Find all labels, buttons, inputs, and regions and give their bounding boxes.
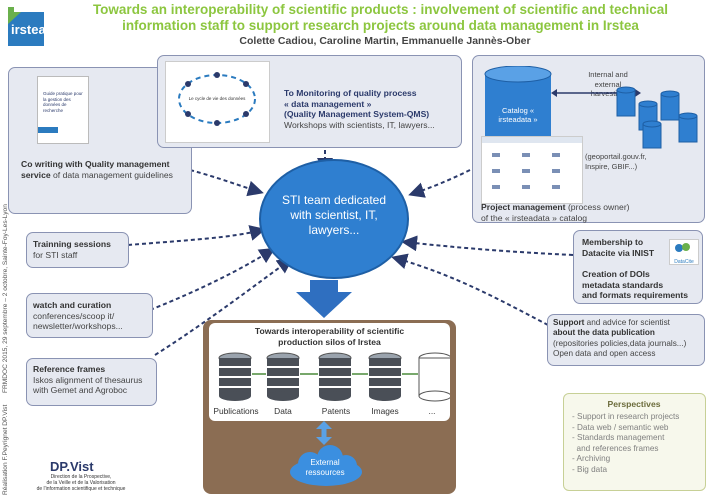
silo-label-patents: Patents xyxy=(321,406,351,416)
external-label: External ressources xyxy=(305,458,345,477)
datacite-text-bottom: Creation of DOIs metadata standards and … xyxy=(582,269,702,301)
monitoring-text: To Monitoring of quality process « data … xyxy=(284,88,459,130)
authors: Colette Cadiou, Caroline Martin, Emmanue… xyxy=(239,35,531,47)
training-box: Trainning sessions for STI staff xyxy=(26,232,129,268)
guide-doc-band xyxy=(38,127,58,133)
reference-line2: with Gemet and Agroboc xyxy=(33,385,128,396)
external-cloud xyxy=(290,445,362,486)
catalog-screenshot xyxy=(481,136,583,204)
perspective-item: - Archiving xyxy=(572,454,611,464)
title-line-2: information staff to support research pr… xyxy=(122,18,639,33)
dpvist-desc-2: de la Veille et de la Valorisation xyxy=(46,480,116,486)
datacite-bold4: metadata standards xyxy=(582,279,664,290)
guide-document: Guide pratique pour la gestion des donné… xyxy=(37,76,89,144)
silo-label-images: Images xyxy=(371,406,399,416)
perspective-item: - Standards management xyxy=(572,433,665,443)
support-bold: Support xyxy=(553,318,585,327)
catalog-box: Catalog « irsteadata » Internal and exte… xyxy=(472,55,705,223)
datacite-logo: DataCite xyxy=(669,239,699,265)
catalog-bold-rest: (process owner) xyxy=(567,202,630,212)
silos-title-2: production silos of Irstea xyxy=(278,337,381,347)
silos-stacks xyxy=(218,352,450,402)
silo-label-data: Data xyxy=(274,406,292,416)
down-arrow xyxy=(296,280,352,318)
silo-label-more: ... xyxy=(428,406,436,416)
reference-bold: Reference frames xyxy=(33,364,106,374)
monitoring-box: Le cycle de vie des données To Monitorin… xyxy=(157,55,462,148)
watch-bold: watch and curation xyxy=(33,300,112,310)
training-rest: for STI staff xyxy=(33,249,78,260)
support-line3: (repositories policies,data journals...) xyxy=(553,338,687,348)
perspective-item: - Big data xyxy=(572,464,608,474)
dpvist-logo: DP.Vist xyxy=(50,459,94,474)
silo-label-publications: Publications xyxy=(213,406,259,416)
perspectives-title: Perspectives xyxy=(607,399,661,409)
center-label: STI team dedicated with scientist, IT, l… xyxy=(281,193,387,237)
datacite-bold5: and formats requirements xyxy=(582,290,689,301)
dpvist-desc-1: Direction de la Prospective, xyxy=(50,474,112,480)
support-line1-rest: and advice for scientist xyxy=(586,318,670,327)
training-bold: Trainning sessions xyxy=(33,239,111,249)
silos-title-1: Towards interoperability of scientific xyxy=(254,326,405,336)
support-text: Support and advice for scientist about t… xyxy=(553,318,705,360)
co-writing-text: Co writing with Quality management servi… xyxy=(21,159,186,180)
perspective-item: and references frames xyxy=(572,443,659,453)
support-box: Support and advice for scientist about t… xyxy=(547,314,705,366)
center-ellipse xyxy=(259,159,409,279)
watch-line1: conferences/scoop it/ xyxy=(33,310,115,321)
watch-line2: newsletter/workshops... xyxy=(33,321,123,332)
monitoring-line2: « data management » xyxy=(284,98,372,109)
catalog-text: Project management (process owner) of th… xyxy=(481,202,703,223)
watch-text: watch and curation conferences/scoop it/… xyxy=(33,300,151,332)
logo-text: irstea xyxy=(11,22,46,37)
monitoring-line3: (Quality Management System-QMS) xyxy=(284,109,430,120)
support-bold2: about the data publication xyxy=(553,328,655,338)
datacite-logo-text: DataCite xyxy=(674,259,694,265)
training-text: Trainning sessions for STI staff xyxy=(33,239,128,260)
co-writing-rest: of data management guidelines xyxy=(53,169,173,180)
datacite-box: Membership to Datacite via INIST DataCit… xyxy=(573,230,703,304)
perspective-item: - Data web / semantic web xyxy=(572,422,669,432)
datacite-bold2: Datacite via INIST xyxy=(582,247,655,258)
perspective-item: - Support in research projects xyxy=(572,412,680,421)
guide-doc-title: Guide pratique pour la gestion des donné… xyxy=(43,91,83,113)
reference-box: Reference frames Iskos alignment of thes… xyxy=(26,358,157,406)
perspectives-list: - Support in research projects - Data we… xyxy=(572,412,706,476)
catalog-bold: Project management xyxy=(481,202,566,212)
catalog-line2: of the « irsteadata » catalog xyxy=(481,212,588,223)
title-line-1: Towards an interoperability of scientifi… xyxy=(92,2,669,17)
monitoring-line1: To Monitoring of quality process xyxy=(284,88,417,98)
dpvist-desc-3: de l'information scientifique et techniq… xyxy=(36,486,126,492)
datacite-bold3: Creation of DOIs xyxy=(582,269,650,279)
irstea-logo xyxy=(8,7,45,46)
watch-box: watch and curation conferences/scoop it/… xyxy=(26,293,153,338)
reference-text: Reference frames Iskos alignment of thes… xyxy=(33,364,157,396)
datacite-text-top: Membership to Datacite via INIST xyxy=(582,237,662,258)
perspectives-box: Perspectives - Support in research proje… xyxy=(563,393,706,491)
cycle-image: Le cycle de vie des données xyxy=(165,61,270,143)
catalog-sources: (geoportail.gouv.fr, Inspire, GBIF...) xyxy=(585,152,647,171)
co-writing-bold: Co writing with Quality management servi… xyxy=(21,159,170,180)
support-line4: Open data and open access xyxy=(553,349,656,359)
reference-line1: Iskos alignment of thesaurus xyxy=(33,374,143,385)
catalog-db-label: Catalog « irsteadata » xyxy=(498,106,538,124)
datacite-bold1: Membership to xyxy=(582,237,644,247)
external-dbs-icon xyxy=(616,86,698,149)
cycle-label: Le cycle de vie des données xyxy=(188,96,246,101)
monitoring-line4: Workshops with scientists, IT, lawyers..… xyxy=(284,119,435,130)
external-link-arrow xyxy=(316,421,332,445)
